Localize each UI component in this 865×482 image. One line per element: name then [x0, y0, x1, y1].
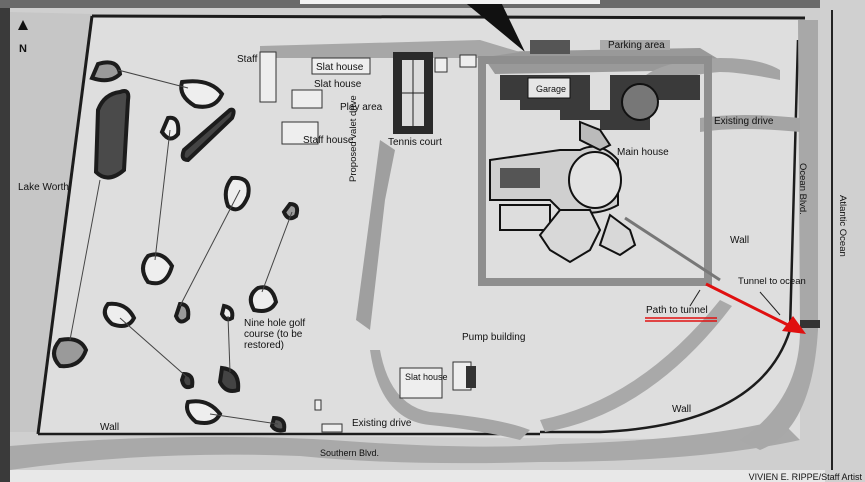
label-slat-house-1: Slat house	[316, 62, 364, 73]
label-main-house: Main house	[617, 147, 669, 158]
label-tunnel-to-ocean: Tunnel to ocean	[738, 276, 806, 287]
slat-house-bottom	[399, 367, 443, 399]
callout-wedge	[462, 0, 525, 52]
label-tennis-court: Tennis court	[388, 137, 442, 148]
label-existing-drive-top: Existing drive	[714, 116, 774, 127]
southern-blvd-road	[10, 420, 800, 470]
path-to-tunnel-road	[540, 300, 732, 432]
label-staff-house: Staff house	[303, 135, 354, 146]
east-wall	[540, 39, 800, 434]
label-atlantic-ocean: Atlantic Ocean	[837, 195, 848, 257]
label-parking-area: Parking area	[608, 40, 665, 51]
west-wall	[36, 15, 94, 435]
label-play-area: Play area	[340, 102, 383, 113]
label-proposed-valet-drive: Proposed valet drive	[348, 95, 359, 182]
golf-course	[52, 60, 300, 433]
existing-drive-bottom	[370, 350, 530, 440]
label-lake-worth: Lake Worth	[18, 182, 69, 193]
label-slat-house-bottom: Slat house	[405, 372, 448, 382]
label-garage: Garage	[536, 84, 566, 94]
tunnel-marker	[800, 320, 820, 328]
main-house-enclosure	[478, 56, 712, 286]
red-arrow-shaft	[705, 282, 791, 328]
ocean-blvd-road	[740, 20, 818, 450]
lake-worth-water	[10, 12, 92, 432]
label-wall-bottom-left: Wall	[100, 422, 119, 433]
label-slat-house-2: Slat house	[314, 79, 362, 90]
compass: N	[18, 20, 28, 55]
label-existing-drive-bottom: Existing drive	[352, 418, 412, 429]
label-staff-top: Staff	[237, 54, 258, 65]
label-southern-blvd: Southern Blvd.	[320, 448, 379, 458]
label-wall-right: Wall	[730, 235, 749, 246]
left-edge	[0, 0, 10, 482]
label-wall-bottom-right: Wall	[672, 404, 691, 415]
existing-drive-top	[700, 115, 800, 132]
label-nine-hole-golf: Nine hole golf course (to be restored)	[244, 318, 306, 351]
label-nine-hole-golf-wrap: Nine hole golf course (to be restored)	[244, 318, 306, 351]
proposed-valet-drive	[356, 140, 395, 330]
north-wall	[91, 14, 806, 20]
north-arrow-icon	[18, 20, 28, 30]
label-credit: VIVIEN E. RIPPE/Staff Artist	[749, 472, 863, 482]
red-arrow-head-icon	[782, 316, 806, 334]
label-path-to-tunnel: Path to tunnel	[646, 305, 708, 316]
compass-label: N	[19, 43, 27, 55]
golf-fairway-lines	[69, 69, 293, 425]
label-pump-building: Pump building	[462, 332, 525, 343]
ocean-strip	[820, 0, 865, 482]
label-ocean-blvd: Ocean Blvd.	[797, 163, 808, 215]
